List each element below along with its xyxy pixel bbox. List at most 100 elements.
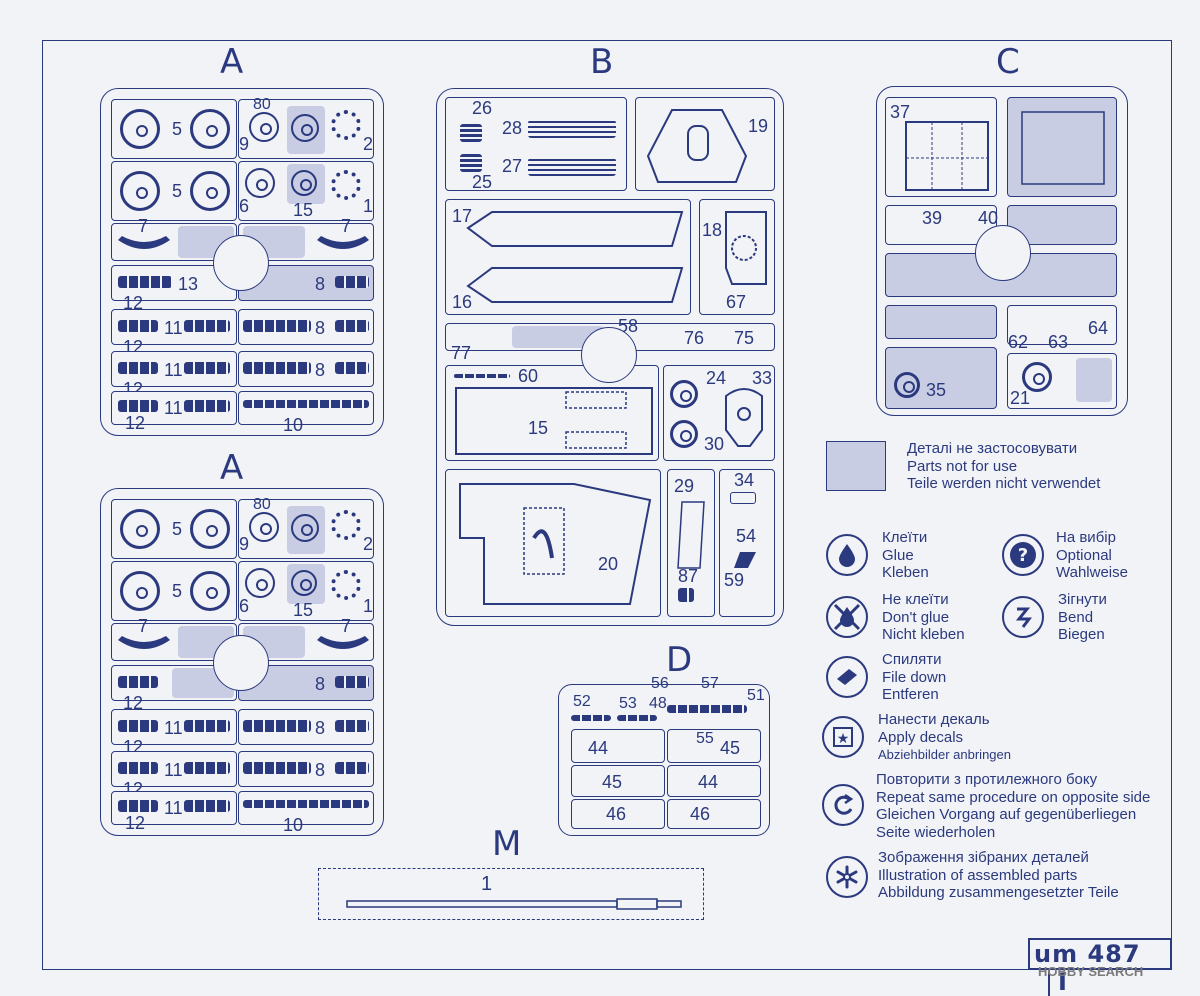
part-cell: 55 45 [667,729,761,763]
sprue-hole [975,225,1031,281]
legend-line: Illustration of assembled parts [878,866,1078,884]
part-number: 21 [1010,388,1031,408]
track-links-icon [184,362,230,374]
road-wheel-icon [670,420,698,448]
track-links-icon [118,762,158,774]
legend-file: Спиляти File down Entferen [882,651,946,704]
legend-line: Abbildung zusammengesetzter Teile [878,884,1119,901]
sprue-hole [581,327,637,383]
return-roller-bracket-icon [317,236,369,249]
part-cell: 5 [111,561,237,621]
road-wheel-icon [190,509,230,549]
part-number: 45 [602,772,623,792]
track-links-icon [335,720,369,732]
legend-line: Glue [882,546,914,564]
sprue-a: 5 80 9 2 5 6 15 1 7 7 13 8 [100,88,384,436]
part-number: 7 [341,616,352,636]
part-cell: 26 28 27 25 [445,97,627,192]
hull-floor-icon [455,387,653,455]
track-links-icon [243,762,311,774]
part-cell: 11 [111,791,237,825]
legend-line: Нанести декаль [878,711,990,728]
road-wheel-icon [120,509,160,549]
part-number: 44 [698,772,719,792]
part-number: 17 [452,206,473,226]
road-wheel-icon [190,571,230,611]
sprue-b-label: B [590,42,614,82]
track-links-icon [118,320,158,332]
sprue-hole [213,635,269,691]
grille-icon [528,120,616,138]
track-links-icon [243,720,311,732]
part-number: 16 [452,292,473,312]
part-number: 53 [619,695,637,712]
track-links-icon [335,762,369,774]
watermark: HOBBY SEARCH [1038,964,1144,979]
road-wheel-icon [120,171,160,211]
part-number: 51 [747,687,765,704]
track-links-icon [243,362,311,374]
fender-icon [466,267,684,303]
legend-line: Повторити з протилежного боку [876,771,1098,788]
part-number: 29 [674,476,695,496]
part-number: 27 [502,156,523,176]
unused-part-area [512,326,604,348]
return-roller-bracket-icon [118,636,170,649]
part-number: 28 [502,118,523,138]
legend-line: Don't glue [882,608,950,626]
part-number: 15 [528,418,549,438]
part-number: 10 [283,815,304,835]
part-number: 11 [164,718,183,738]
strip-icon [571,715,611,721]
plate-icon [460,124,482,142]
part-number: 18 [702,220,723,240]
part-cell: 44 [667,765,761,797]
track-links-icon [118,362,158,374]
part-cell: 46 [571,799,665,829]
part-cell: 80 9 2 [238,96,374,159]
sprue-d-label: D [666,640,693,680]
legend-line: Teile werden nicht verwendet [907,475,1101,492]
part-number: 46 [690,804,711,824]
part-number: 35 [926,380,947,400]
svg-text:★: ★ [837,731,850,747]
road-wheel-icon [670,380,698,408]
mantlet-icon [725,388,763,447]
part-number: 12 [125,413,146,433]
part-cell: 21 [1007,353,1117,409]
part-cell: 24 33 30 [663,365,775,461]
part-number: 40 [978,208,999,228]
part-number: 59 [724,570,745,590]
part-number: 64 [1088,318,1109,338]
track-links-icon [335,362,369,374]
track-links-icon [118,276,172,288]
track-links-icon [184,762,230,774]
legend-line: File down [882,668,947,686]
part-number: 12 [123,693,144,713]
legend-line: Nicht kleben [882,626,965,643]
part-cell: 11 [111,309,237,345]
svg-text:?: ? [1018,545,1028,566]
part-cell: 45 [571,765,665,797]
sprocket-icon [331,570,361,600]
strip-icon [617,715,657,721]
legend-illustration: Зображення зібраних деталей Illustration… [878,849,1119,902]
legend-line: Repeat same procedure on opposite side [876,788,1151,806]
sprocket-icon [331,510,361,540]
part-cell: 8 [238,709,374,745]
track-links-icon [184,800,230,812]
part-number: 11 [164,398,183,418]
cupola-icon [1022,362,1052,392]
hatch-plate-icon [725,211,767,285]
bend-icon [1002,596,1044,638]
gun-barrel-icon [346,898,682,910]
sprue-a-label: A [220,42,244,82]
page-frame [42,40,1172,970]
legend-line: Зігнути [1058,591,1107,608]
track-links-icon [335,676,369,688]
track-links-icon [118,676,158,688]
sprue-a2-label: A [220,448,244,488]
plate-icon [460,154,482,172]
part-cell: 35 [885,347,997,409]
part-number: 54 [736,526,757,546]
